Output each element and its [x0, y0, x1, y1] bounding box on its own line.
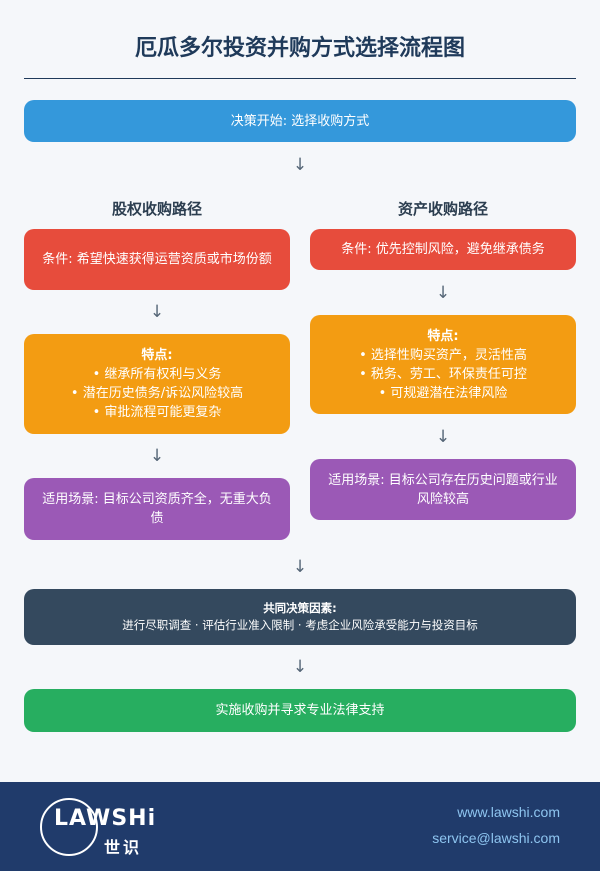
- arrow-down-icon: ↓: [149, 446, 165, 466]
- website-link[interactable]: www.lawshi.com: [457, 804, 560, 820]
- email-link[interactable]: service@lawshi.com: [432, 830, 560, 846]
- equity-feature-item: • 审批流程可能更复杂: [92, 405, 222, 420]
- title-divider: [24, 78, 576, 79]
- asset-feature-item: • 可规避潜在法律风险: [378, 385, 508, 401]
- equity-condition-node: 条件: 希望快速获得运营资质或市场份额: [24, 229, 290, 290]
- asset-feature-item: • 选择性购买资产，灵活性高: [359, 347, 527, 363]
- arrow-down-icon: ↓: [292, 657, 308, 677]
- logo-circle-icon: [40, 798, 98, 856]
- logo-chinese: 世识: [104, 838, 143, 857]
- equity-path-heading: 股权收购路径: [111, 200, 202, 218]
- arrow-down-icon: ↓: [435, 283, 451, 303]
- equity-feature-item: • 潜在历史债务/诉讼风险较高: [70, 386, 244, 401]
- equity-scenario-node: 适用场景: 目标公司资质齐全，无重大负债: [24, 478, 290, 540]
- footer: LAWSHi 世识 www.lawshi.com service@lawshi.…: [0, 782, 600, 871]
- asset-feature-item: • 税务、劳工、环保责任可控: [359, 366, 527, 382]
- arrow-down-icon: ↓: [292, 557, 308, 577]
- common-factors-title: 共同决策因素:: [263, 601, 337, 615]
- equity-features-title: 特点:: [141, 348, 173, 363]
- arrow-down-icon: ↓: [292, 155, 308, 175]
- start-node: 决策开始: 选择收购方式: [24, 100, 576, 142]
- common-factors-text: 进行尽职调查 · 评估行业准入限制 · 考虑企业风险承受能力与投资目标: [122, 618, 478, 632]
- final-node: 实施收购并寻求专业法律支持: [24, 689, 576, 732]
- page-title: 厄瓜多尔投资并购方式选择流程图: [134, 36, 465, 61]
- common-factors-node: 共同决策因素: 进行尽职调查 · 评估行业准入限制 · 考虑企业风险承受能力与投…: [24, 589, 576, 645]
- asset-condition-node: 条件: 优先控制风险，避免继承债务: [310, 229, 576, 270]
- equity-features-node: 特点: • 继承所有权利与义务 • 潜在历史债务/诉讼风险较高 • 审批流程可能…: [24, 334, 290, 434]
- asset-features-node: 特点: • 选择性购买资产，灵活性高 • 税务、劳工、环保责任可控 • 可规避潜…: [310, 315, 576, 414]
- asset-features-title: 特点:: [427, 328, 459, 344]
- asset-path-heading: 资产收购路径: [397, 200, 488, 218]
- logo-text: LAWSHi: [54, 806, 157, 831]
- arrow-down-icon: ↓: [149, 302, 165, 322]
- equity-feature-item: • 继承所有权利与义务: [92, 367, 222, 382]
- arrow-down-icon: ↓: [435, 427, 451, 447]
- asset-scenario-node: 适用场景: 目标公司存在历史问题或行业风险较高: [310, 459, 576, 520]
